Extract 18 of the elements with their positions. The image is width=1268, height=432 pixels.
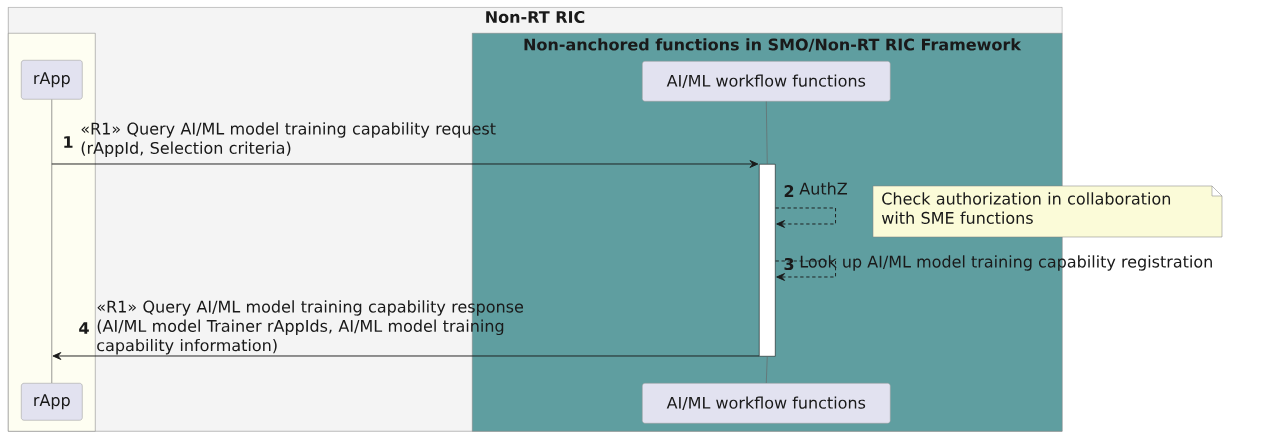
participant-box: AI/ML workflow functions [642,61,891,102]
self-message-arrow [775,207,836,228]
message-arrow [51,160,759,168]
sequence-number: 3 [784,257,794,271]
participant-box: AI/ML workflow functions [642,383,891,424]
sequence-number: 4 [79,322,89,334]
lifeline [765,101,768,165]
message-label: AuthZ [799,182,847,195]
lifeline [765,356,768,384]
lifeline [51,99,53,384]
self-message-arrow [775,260,836,281]
participant-box: rApp [21,383,83,421]
sequence-number: 2 [784,185,794,197]
note-box: Check authorization in collaboration with SME functions [872,185,1223,238]
sequence-number: 1 [64,136,73,148]
message-arrow [52,352,760,360]
participant-box: rApp [21,60,83,100]
activation-bar [759,164,776,357]
